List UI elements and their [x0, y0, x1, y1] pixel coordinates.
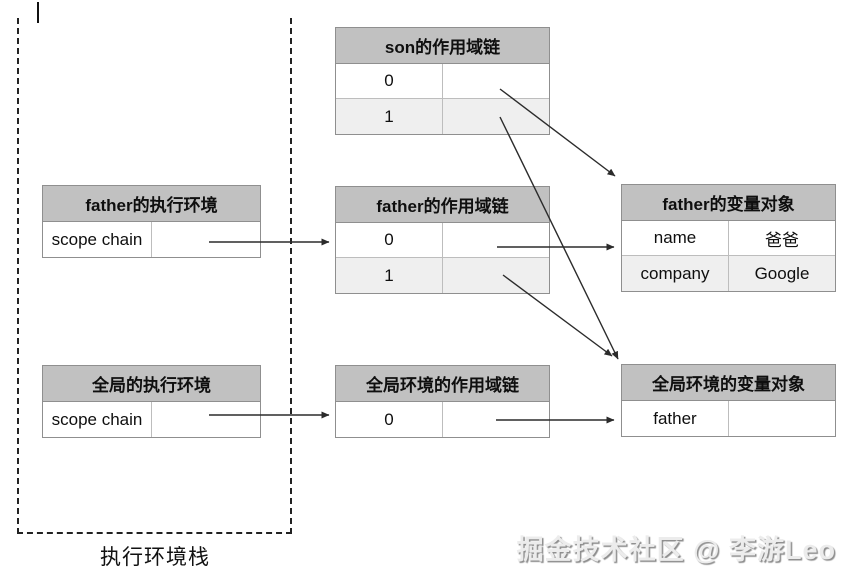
- cell-index: 1: [336, 99, 443, 134]
- cell-value: [729, 401, 835, 436]
- cell-key: name: [622, 221, 729, 255]
- cell-key: company: [622, 256, 729, 291]
- cell-key: scope chain: [43, 402, 152, 437]
- table-father-scope-chain: father的作用域链 0 1: [335, 186, 550, 294]
- cell-value: Google: [754, 263, 810, 283]
- table-row: company Google: [622, 256, 835, 291]
- cell-key: father: [622, 401, 729, 436]
- table-row: father: [622, 401, 835, 436]
- table-row: 0: [336, 64, 549, 99]
- cell-index: 0: [336, 64, 443, 98]
- tick-mark: [37, 2, 39, 23]
- table-father-variable-object: father的变量对象 name 爸爸 company Google: [621, 184, 836, 292]
- table-global-exec-context: 全局的执行环境 scope chain: [42, 365, 261, 438]
- table-row: 0: [336, 223, 549, 258]
- cell-key: scope chain: [43, 222, 152, 257]
- table-global-variable-object: 全局环境的变量对象 father: [621, 364, 836, 437]
- table-global-variable-object-title: 全局环境的变量对象: [622, 365, 835, 401]
- cell-index: 0: [336, 223, 443, 257]
- table-row: scope chain: [43, 222, 260, 257]
- table-son-scope-chain-title: son的作用域链: [336, 28, 549, 64]
- cell-value: [443, 402, 549, 437]
- table-father-exec-context: father的执行环境 scope chain: [42, 185, 261, 258]
- table-father-exec-context-title: father的执行环境: [43, 186, 260, 222]
- cell-value: 爸爸: [765, 230, 799, 250]
- table-global-scope-chain: 全局环境的作用域链 0: [335, 365, 550, 438]
- cell-index: 0: [336, 402, 443, 437]
- table-row: scope chain: [43, 402, 260, 437]
- cell-value: [152, 222, 260, 257]
- table-global-exec-context-title: 全局的执行环境: [43, 366, 260, 402]
- table-father-scope-chain-title: father的作用域链: [336, 187, 549, 223]
- watermark-text: 掘金技术社区 @ 李游Leo: [516, 535, 836, 565]
- cell-value: [443, 99, 549, 134]
- cell-value: [443, 258, 549, 293]
- table-father-variable-object-title: father的变量对象: [622, 185, 835, 221]
- cell-index: 1: [336, 258, 443, 293]
- table-row: 1: [336, 99, 549, 134]
- table-global-scope-chain-title: 全局环境的作用域链: [336, 366, 549, 402]
- table-row: 0: [336, 402, 549, 437]
- execution-stack-label: 执行环境栈: [100, 546, 210, 569]
- cell-value: [443, 223, 549, 257]
- cell-value: [152, 402, 260, 437]
- cell-value: [443, 64, 549, 98]
- execution-stack-region: [17, 18, 292, 534]
- table-row: 1: [336, 258, 549, 293]
- table-son-scope-chain: son的作用域链 0 1: [335, 27, 550, 135]
- table-row: name 爸爸: [622, 221, 835, 256]
